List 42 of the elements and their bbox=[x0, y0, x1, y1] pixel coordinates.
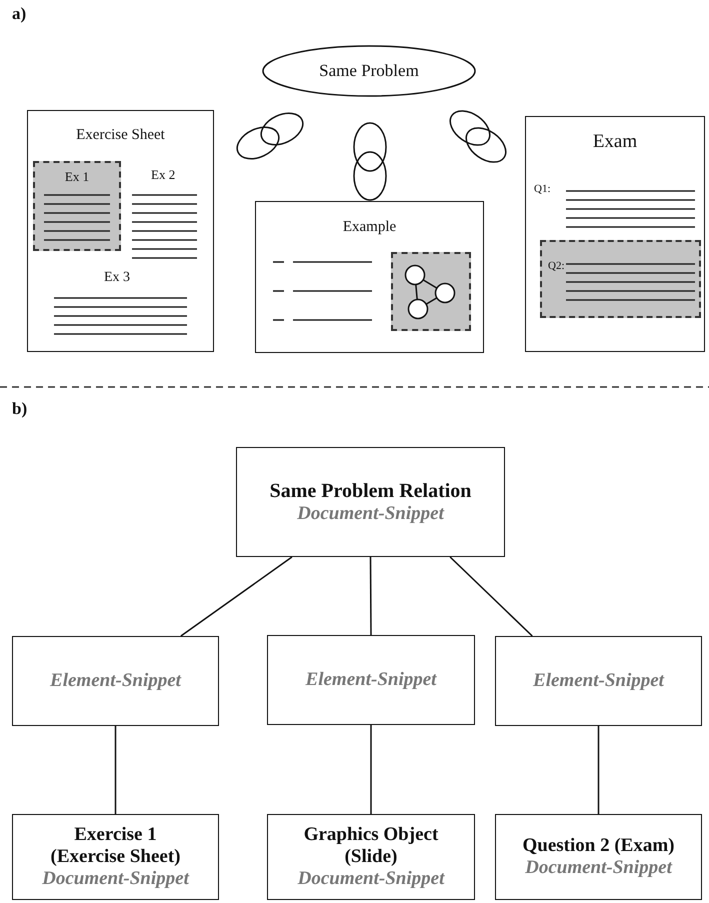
connector-line bbox=[370, 557, 372, 635]
document-snippet-box bbox=[236, 447, 505, 557]
snippet-title: Exercise 1 (Exercise Sheet) bbox=[50, 824, 182, 868]
box-title: Same Problem bbox=[319, 61, 419, 81]
problem-ellipse bbox=[262, 45, 476, 97]
document-page bbox=[27, 110, 214, 352]
connector-line bbox=[114, 726, 116, 814]
snippet-type: Document-Snippet bbox=[297, 502, 444, 524]
snippet-box bbox=[33, 161, 121, 251]
connector-line bbox=[180, 556, 292, 637]
connector-line bbox=[450, 556, 533, 637]
snippet-box bbox=[540, 240, 701, 318]
box-title: Exam bbox=[592, 131, 638, 153]
element-snippet-box bbox=[12, 636, 219, 726]
section-label: Ex 3 bbox=[104, 270, 130, 286]
document-snippet-box bbox=[267, 814, 475, 900]
element-snippet-box bbox=[495, 636, 702, 726]
connector-line bbox=[370, 725, 372, 814]
connector-line bbox=[598, 726, 600, 814]
box-title: Example bbox=[342, 219, 396, 236]
document-page bbox=[255, 201, 484, 353]
document-page bbox=[525, 116, 705, 352]
snippet-type: Element-Snippet bbox=[533, 670, 664, 692]
snippet-type: Document-Snippet bbox=[525, 857, 672, 879]
box-title: Q2: bbox=[548, 260, 564, 273]
snippet-title: Question 2 (Exam) bbox=[522, 835, 674, 857]
snippet-type: Document-Snippet bbox=[298, 868, 444, 890]
snippet-box bbox=[391, 252, 471, 331]
question-label: Q1: bbox=[534, 183, 550, 195]
panel-label: b) bbox=[12, 399, 28, 419]
element-snippet-box bbox=[267, 635, 475, 725]
panel-label: a) bbox=[12, 4, 26, 24]
snippet-title: Same Problem Relation bbox=[270, 480, 472, 503]
document-snippet-box bbox=[495, 814, 702, 900]
box-title: Ex 1 bbox=[64, 170, 90, 185]
snippet-type: Document-Snippet bbox=[42, 868, 189, 890]
box-title: Exercise Sheet bbox=[76, 127, 165, 144]
section-label: Ex 2 bbox=[151, 167, 176, 183]
snippet-type: Element-Snippet bbox=[306, 669, 436, 691]
snippet-type: Element-Snippet bbox=[50, 670, 181, 692]
document-snippet-box bbox=[12, 814, 219, 900]
snippet-title: Graphics Object (Slide) bbox=[302, 824, 440, 868]
